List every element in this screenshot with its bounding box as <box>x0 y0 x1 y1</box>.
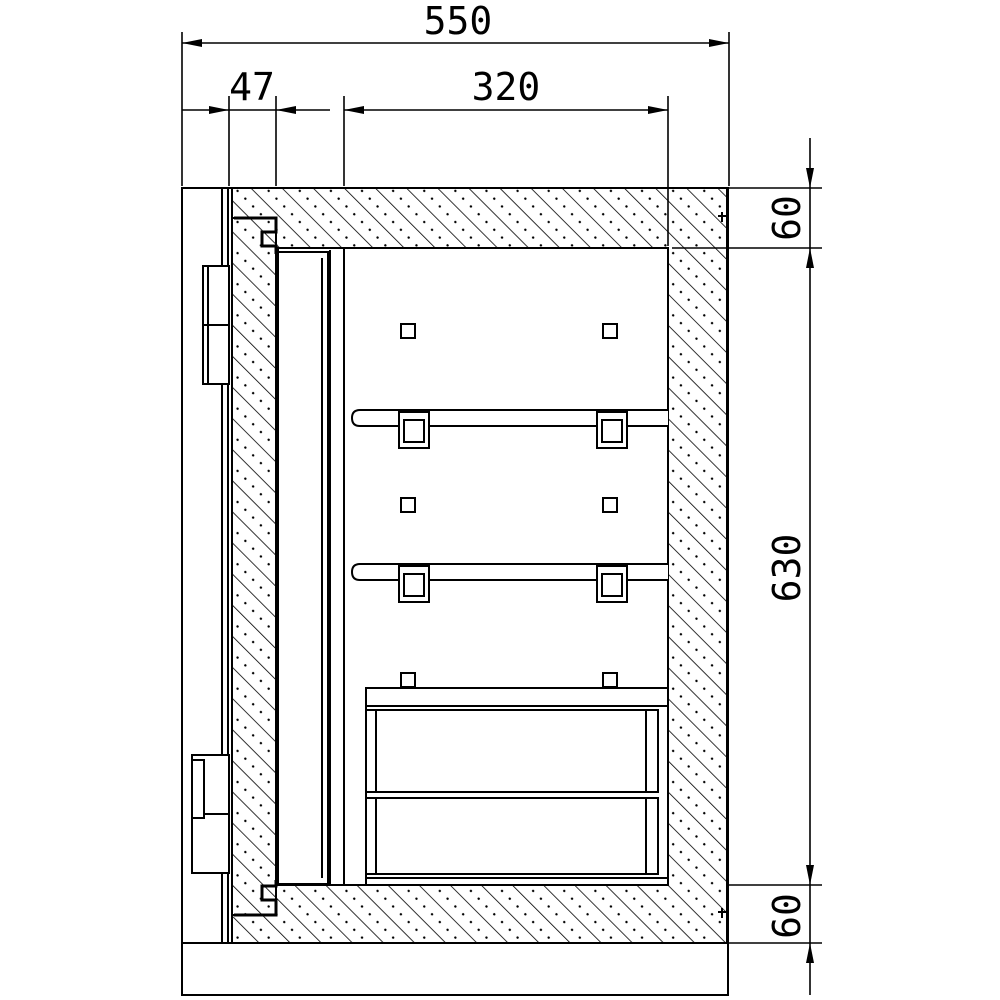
dim-interior-height: 630 <box>765 534 809 603</box>
door-panel-hatching <box>231 217 277 916</box>
shelf-1 <box>350 409 668 427</box>
dimension-labels: 550 47 320 60 630 60 <box>229 0 809 939</box>
dim-top-wall: 60 <box>765 195 809 241</box>
base-plinth <box>181 942 729 996</box>
door-inner-panel <box>277 251 329 885</box>
shelf-2 <box>350 563 668 581</box>
drawer-upper <box>375 709 659 793</box>
dim-door-thickness: 47 <box>229 65 275 109</box>
drawer-unit <box>365 687 669 886</box>
dim-interior-width: 320 <box>472 65 541 109</box>
shelves <box>350 323 668 688</box>
drawer-lower <box>375 797 659 875</box>
dimension-lines <box>181 32 822 995</box>
hinges <box>191 265 230 874</box>
dim-bottom-wall: 60 <box>765 893 809 939</box>
dim-overall-width: 550 <box>424 0 493 43</box>
